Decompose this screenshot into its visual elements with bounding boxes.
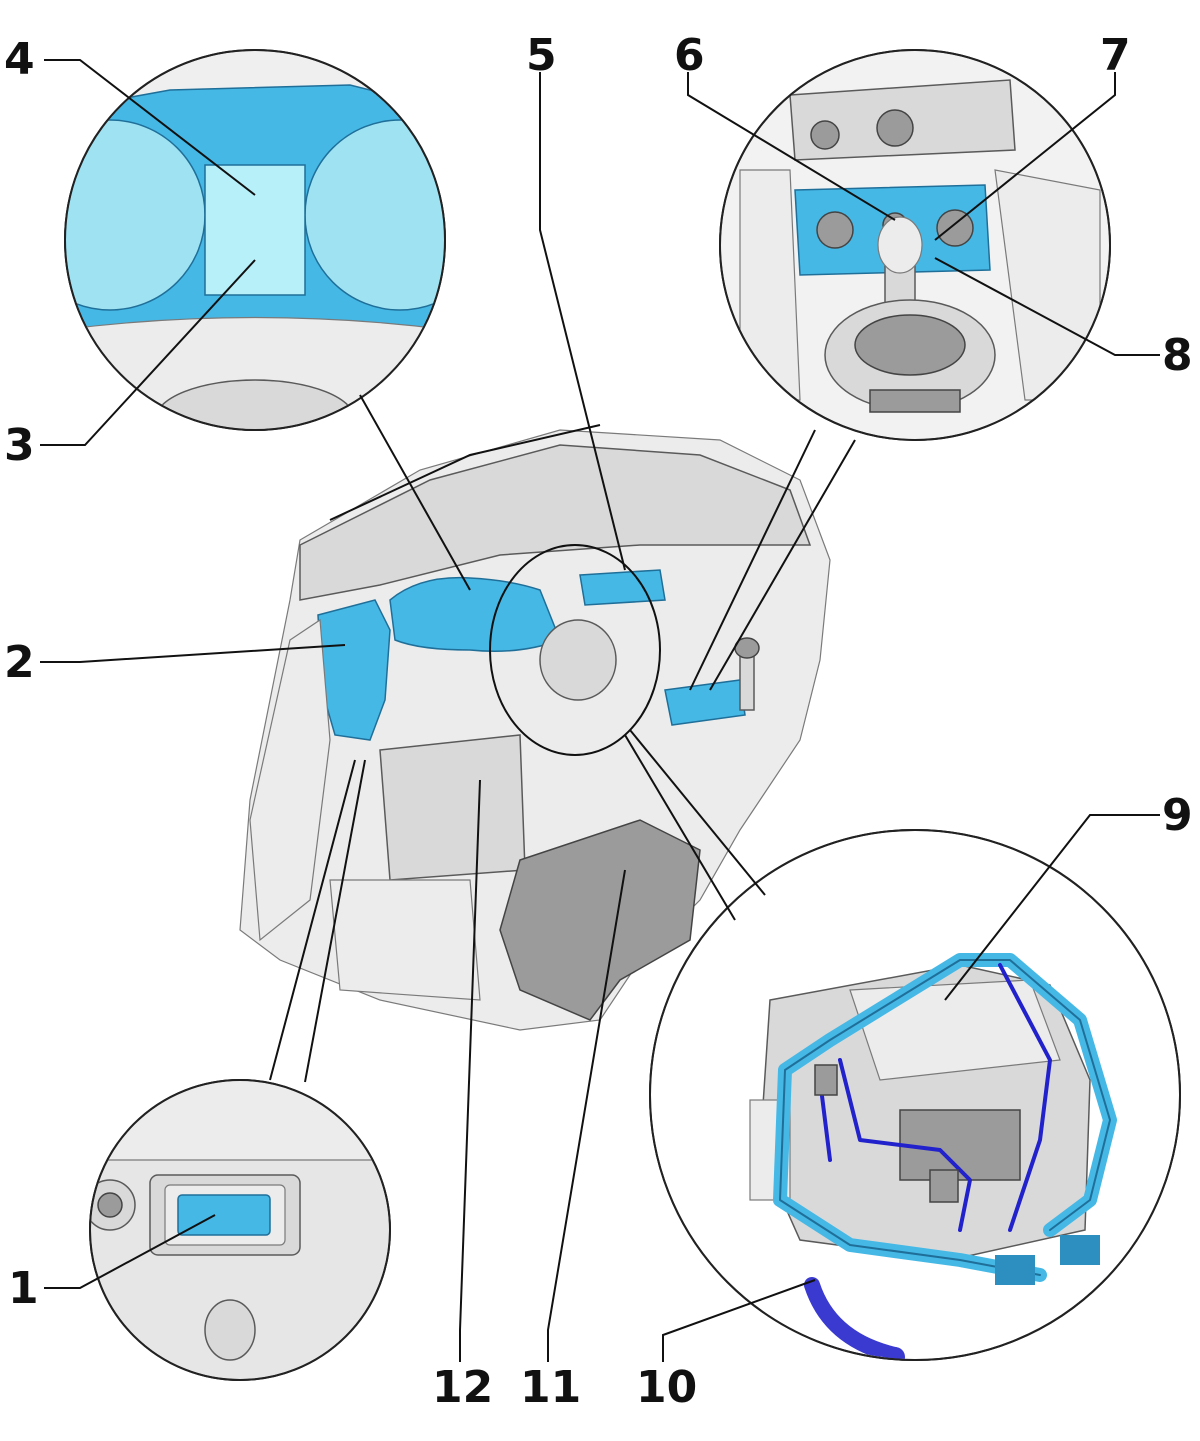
dashboard-overview [239,424,831,1031]
detail-circle-console [719,49,1111,441]
callout-4: 4 [4,34,35,85]
detail-circle-switch [89,1079,391,1381]
separate-wiring-piece [804,1277,903,1359]
switch-highlight [177,1194,271,1236]
callout-2: 2 [4,637,35,688]
cluster-display [204,164,306,296]
detail-circle-hvac [649,829,1181,1361]
callout-9: 9 [1162,790,1193,841]
instrument-cluster-highlight [389,576,561,652]
callout-11: 11 [520,1362,581,1413]
callout-10: 10 [636,1362,697,1413]
detail-circle-cluster [64,49,446,431]
callout-numbers: 4 3 2 1 5 6 7 8 9 10 11 12 [4,30,1193,1413]
callout-leaders [40,59,1160,1362]
callout-12: 12 [432,1362,493,1413]
detail-connector-lines [269,394,856,1083]
callout-7: 7 [1100,30,1131,81]
callout-8: 8 [1162,330,1193,381]
callout-3: 3 [4,420,35,471]
callout-5: 5 [526,30,557,81]
callout-1: 1 [8,1263,39,1314]
callout-6: 6 [674,30,705,81]
